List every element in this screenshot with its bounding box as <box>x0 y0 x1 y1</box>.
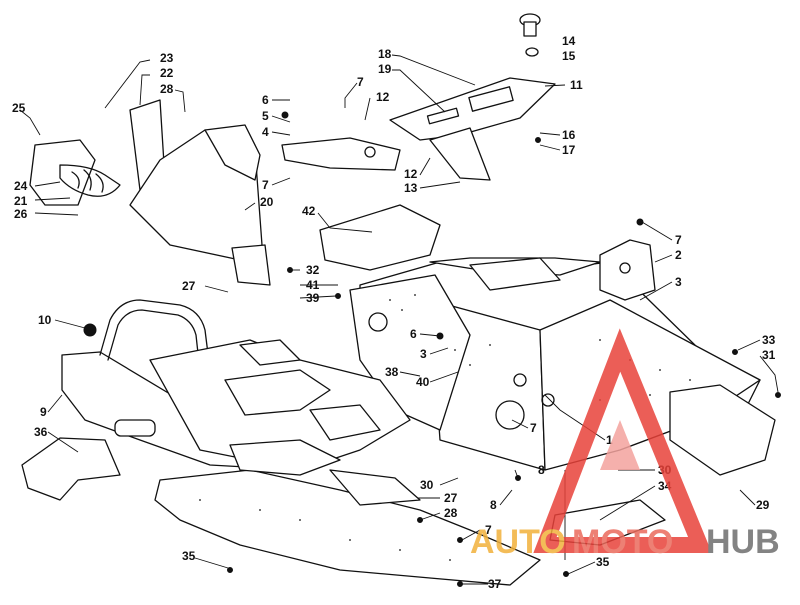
callout-6: 6 <box>410 327 417 341</box>
automotohub-watermark: AUTO MOTO HUB <box>470 328 780 561</box>
steering-bracket-assembly <box>281 13 656 301</box>
callout-1: 1 <box>606 433 613 447</box>
callout-26: 26 <box>14 207 28 221</box>
chassis-frame <box>61 257 761 586</box>
callout-23: 23 <box>160 51 174 65</box>
callout-37: 37 <box>488 577 502 591</box>
callout-40: 40 <box>416 375 430 389</box>
callout-18: 18 <box>378 47 392 61</box>
callout-14: 14 <box>562 34 576 48</box>
callout-33: 33 <box>762 333 776 347</box>
callout-20: 20 <box>260 195 274 209</box>
callout-28: 28 <box>160 82 174 96</box>
callout-3: 3 <box>675 275 682 289</box>
callout-32: 32 <box>306 263 320 277</box>
callout-12: 12 <box>404 167 418 181</box>
callout-13: 13 <box>404 181 418 195</box>
callout-7: 7 <box>485 523 492 537</box>
callout-27: 27 <box>444 491 458 505</box>
callout-21: 21 <box>14 194 28 208</box>
callout-29: 29 <box>756 498 770 512</box>
callout-35: 35 <box>182 549 196 563</box>
callout-28: 28 <box>444 506 458 520</box>
callout-7: 7 <box>357 75 364 89</box>
callout-7: 7 <box>675 233 682 247</box>
callout-31: 31 <box>762 348 776 362</box>
watermark-triangle-icon <box>533 328 712 553</box>
callout-10: 10 <box>38 313 52 327</box>
callout-15: 15 <box>562 49 576 63</box>
callout-5: 5 <box>262 109 269 123</box>
callout-3: 3 <box>420 347 427 361</box>
callout-17: 17 <box>562 143 576 157</box>
callout-8: 8 <box>538 463 545 477</box>
leader-lines <box>19 54 779 585</box>
callout-9: 9 <box>40 405 47 419</box>
callout-2: 2 <box>675 248 682 262</box>
callout-8: 8 <box>490 498 497 512</box>
callout-12: 12 <box>376 90 390 104</box>
callout-42: 42 <box>302 204 316 218</box>
callout-24: 24 <box>14 179 28 193</box>
callout-30: 30 <box>420 478 434 492</box>
callout-36: 36 <box>34 425 48 439</box>
skid-plate-assembly <box>21 384 776 546</box>
callout-39: 39 <box>306 291 320 305</box>
callout-labels: 23 22 28 25 24 21 26 20 27 32 41 39 42 6… <box>12 34 776 591</box>
fasteners <box>83 111 781 587</box>
callout-41: 41 <box>306 278 320 292</box>
watermark-moto: MOTO <box>572 523 673 561</box>
callout-22: 22 <box>160 66 174 80</box>
watermark-hub: HUB <box>706 523 780 561</box>
watermark-auto: AUTO <box>470 523 566 561</box>
callout-11: 11 <box>570 78 583 92</box>
callout-6: 6 <box>262 93 269 107</box>
callout-16: 16 <box>562 128 576 142</box>
callout-19: 19 <box>378 62 392 76</box>
callout-27: 27 <box>182 279 196 293</box>
callout-25: 25 <box>12 101 26 115</box>
callout-7: 7 <box>530 421 537 435</box>
callout-35: 35 <box>596 555 610 569</box>
callout-4: 4 <box>262 125 269 139</box>
callout-38: 38 <box>385 365 399 379</box>
callout-7: 7 <box>262 178 269 192</box>
console-assembly <box>29 99 271 286</box>
